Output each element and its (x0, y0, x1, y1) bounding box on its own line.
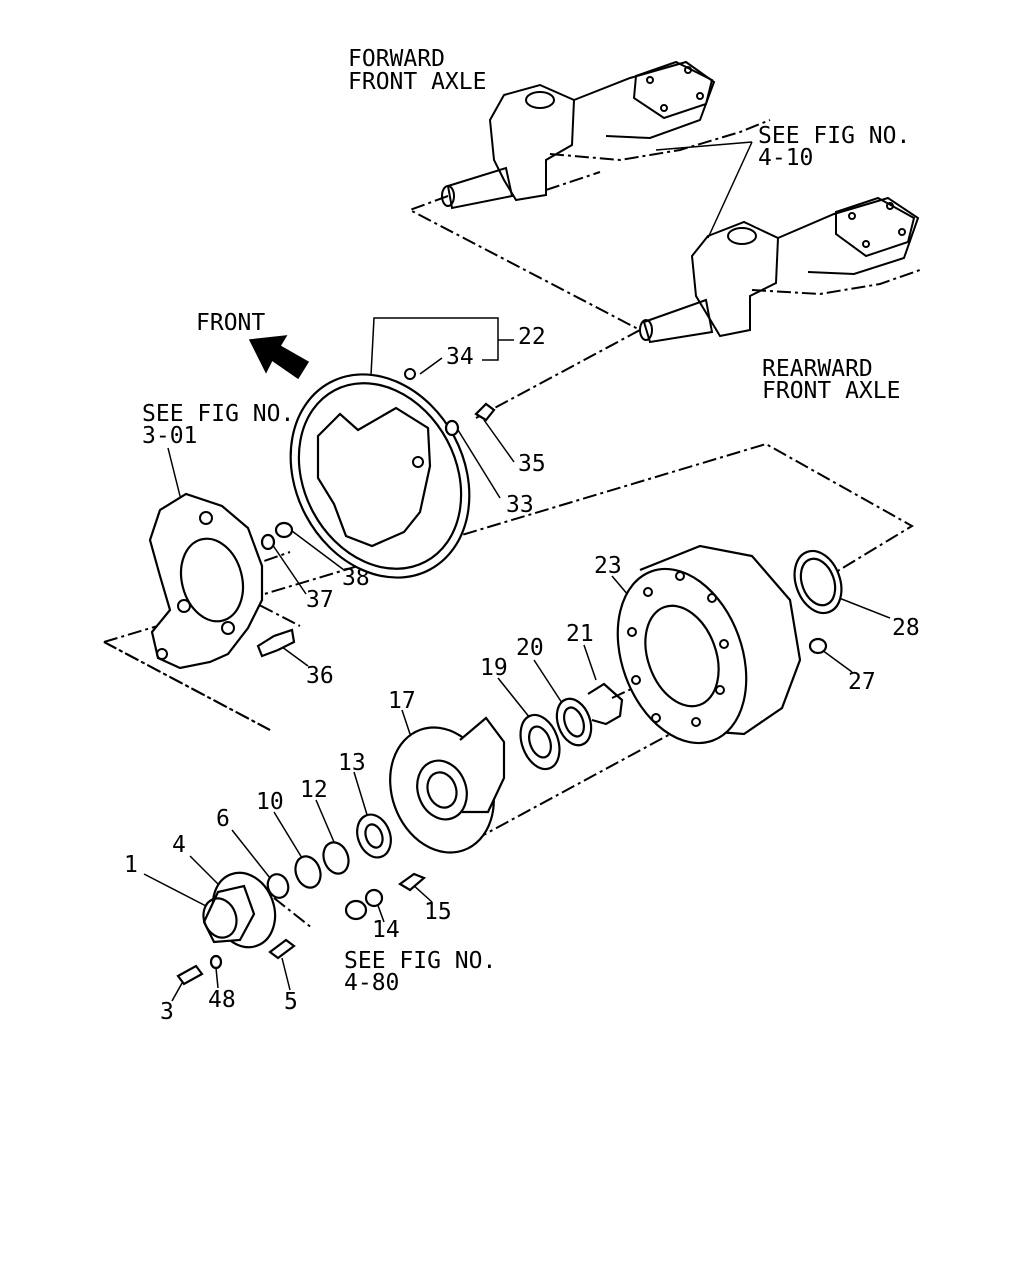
hub-cap-1 (202, 884, 256, 944)
callout-10: 10 (256, 789, 284, 815)
callout-27: 27 (848, 669, 876, 695)
ring-21 (587, 682, 624, 726)
stud-15 (397, 872, 427, 892)
callout-4: 4 (172, 832, 186, 858)
nut-38 (274, 521, 294, 539)
bolt-5 (268, 938, 296, 960)
cone-12 (322, 841, 350, 875)
bearing-19 (519, 713, 561, 771)
callout-12: 12 (300, 777, 328, 803)
washer-6 (266, 873, 290, 899)
callout-19: 19 (480, 655, 508, 681)
callout-6: 6 (216, 806, 230, 832)
callout-22: 22 (518, 324, 546, 350)
callout-23: 23 (594, 553, 622, 579)
hub-17 (389, 716, 506, 854)
washer-14 (364, 888, 384, 908)
see-fig-480-line2: 4-80 (344, 970, 399, 996)
see-fig-301-line2: 3-01 (142, 423, 197, 449)
callout-15: 15 (424, 899, 452, 925)
callout-35: 35 (518, 451, 546, 477)
see-fig-410-line1: SEE FIG NO. (758, 123, 910, 149)
callout-36: 36 (306, 663, 334, 689)
front-direction-label: FRONT (196, 310, 265, 336)
callout-34: 34 (446, 344, 474, 370)
spacer-10 (294, 855, 322, 889)
nut-see-fig-480 (344, 899, 368, 921)
nut-27 (808, 637, 828, 655)
callout-37: 37 (306, 587, 334, 613)
bearing-13 (356, 813, 392, 859)
rearward-front-axle-drawing (639, 196, 921, 344)
washer-33 (444, 419, 460, 437)
forward-axle-label-line2: FRONT AXLE (348, 69, 486, 95)
rearward-axle-label-line2: FRONT AXLE (762, 378, 900, 404)
bolt-35 (474, 402, 496, 422)
washer-48 (209, 954, 223, 970)
backing-plate-22 (289, 368, 471, 579)
bolt-36 (256, 628, 296, 658)
callout-21: 21 (566, 621, 594, 647)
callout-1: 1 (124, 852, 138, 878)
callout-3: 3 (160, 999, 174, 1025)
bolt-3 (176, 964, 204, 986)
callout-48: 48 (208, 987, 236, 1013)
see-fig-410-line2: 4-10 (758, 145, 813, 171)
washer-37 (260, 533, 276, 551)
callout-14: 14 (372, 917, 400, 943)
callout-13: 13 (338, 750, 366, 776)
rearward-axle-label-line1: REARWARD (762, 356, 873, 382)
see-fig-480-line1: SEE FIG NO. (344, 948, 496, 974)
forward-front-axle-drawing (441, 60, 771, 210)
see-fig-301-line1: SEE FIG NO. (142, 401, 294, 427)
callout-20: 20 (516, 635, 544, 661)
front-arrow-icon (248, 335, 310, 380)
callout-5: 5 (284, 989, 298, 1015)
seal-28 (793, 549, 843, 615)
anchor-bracket-drawing (148, 492, 264, 670)
callout-28: 28 (892, 615, 920, 641)
forward-axle-label-line1: FORWARD (348, 46, 445, 72)
callout-33: 33 (506, 492, 534, 518)
callout-17: 17 (388, 688, 416, 714)
brake-drum-23 (616, 544, 802, 745)
